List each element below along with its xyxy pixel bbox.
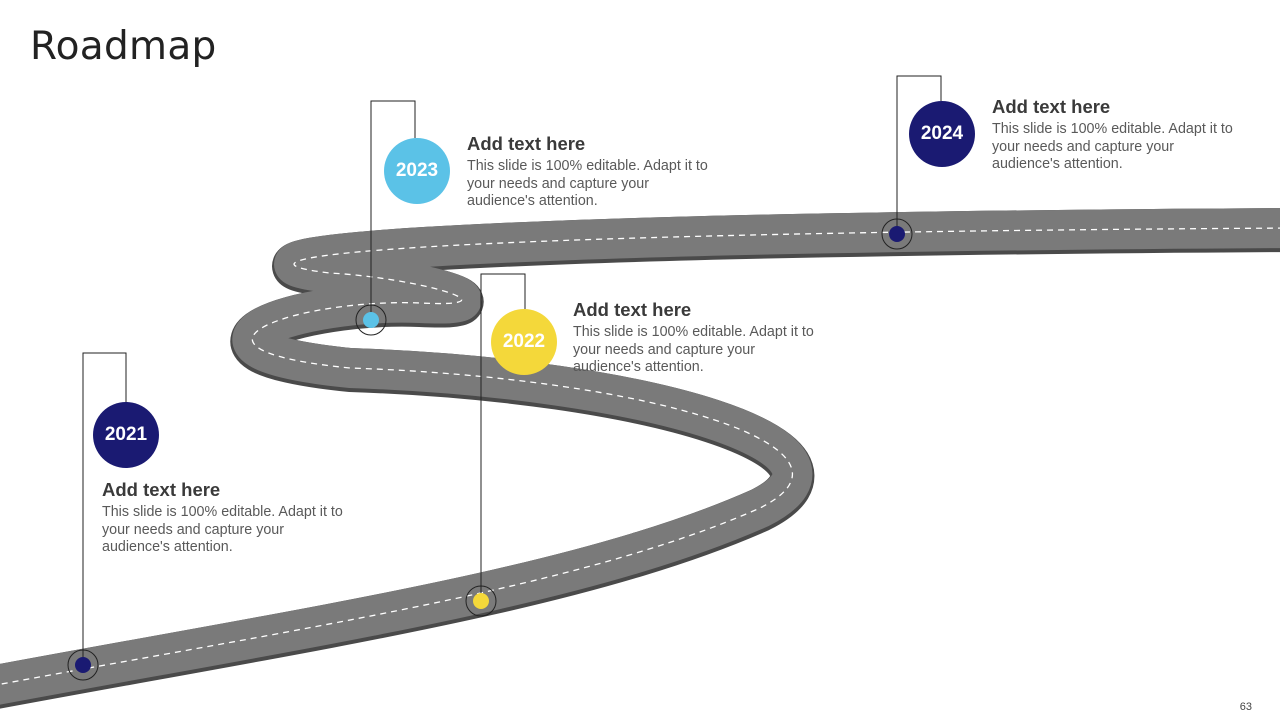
year-circle-2021: 2021 bbox=[93, 402, 159, 468]
connector-line-2024 bbox=[896, 75, 942, 234]
milestone-text-2022: Add text here This slide is 100% editabl… bbox=[573, 299, 823, 377]
milestone-description: This slide is 100% editable. Adapt it to… bbox=[992, 121, 1233, 172]
year-label-2024: 2024 bbox=[920, 123, 964, 144]
connector-line-2021 bbox=[82, 352, 127, 665]
milestone-heading: Add text here bbox=[102, 479, 221, 500]
milestone-description: This slide is 100% editable. Adapt it to… bbox=[467, 158, 708, 209]
milestone-heading: Add text here bbox=[467, 133, 586, 154]
lane-marking bbox=[0, 227, 1280, 685]
milestone-description: This slide is 100% editable. Adapt it to… bbox=[573, 324, 814, 375]
year-label-2022: 2022 bbox=[502, 331, 546, 352]
year-circle-2022: 2022 bbox=[491, 309, 557, 375]
milestone-text-2023: Add text here This slide is 100% editabl… bbox=[467, 133, 717, 211]
milestone-heading: Add text here bbox=[992, 96, 1111, 117]
milestone-description: This slide is 100% editable. Adapt it to… bbox=[102, 504, 343, 555]
year-label-2021: 2021 bbox=[104, 424, 148, 445]
road-marker-2021 bbox=[67, 649, 99, 681]
road-marker-2023 bbox=[355, 304, 387, 336]
milestone-text-2024: Add text here This slide is 100% editabl… bbox=[992, 96, 1242, 174]
connector-line-2022 bbox=[480, 273, 526, 601]
year-circle-2023: 2023 bbox=[384, 138, 450, 204]
year-label-2023: 2023 bbox=[395, 160, 439, 181]
slide-title: Roadmap bbox=[30, 24, 217, 69]
milestone-heading: Add text here bbox=[573, 299, 692, 320]
road-marker-2022 bbox=[465, 585, 497, 617]
milestone-text-2021: Add text here This slide is 100% editabl… bbox=[102, 479, 352, 557]
road-surface bbox=[0, 208, 1280, 705]
page-number: 63 bbox=[1239, 701, 1252, 713]
connector-line-2023 bbox=[370, 100, 416, 320]
road-marker-2024 bbox=[881, 218, 913, 250]
year-circle-2024: 2024 bbox=[909, 101, 975, 167]
